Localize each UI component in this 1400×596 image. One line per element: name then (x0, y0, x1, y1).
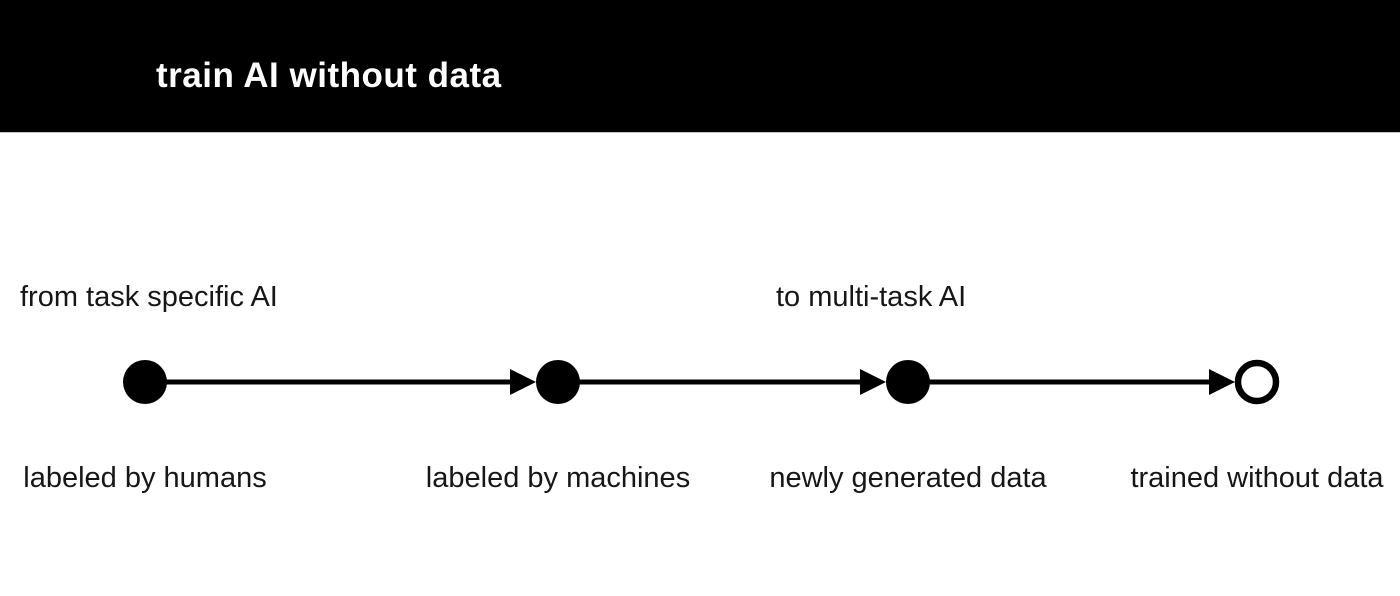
timeline-node-open (1234, 359, 1280, 405)
node-label: trained without data (1130, 462, 1384, 494)
page-title: train AI without data (156, 56, 502, 95)
timeline-node-filled (123, 360, 167, 404)
node-label: labeled by humans (23, 462, 267, 494)
arrowhead-icon (1209, 369, 1235, 395)
arrowhead-icon (510, 369, 536, 395)
phase-label-from: from task specific AI (20, 281, 278, 313)
timeline-node-filled (536, 360, 580, 404)
phase-label-to: to multi-task AI (776, 281, 967, 313)
diagram-canvas: from task specific AI to multi-task AI l… (0, 133, 1400, 596)
timeline-node-filled (886, 360, 930, 404)
node-label: labeled by machines (425, 462, 691, 494)
node-label: newly generated data (769, 462, 1047, 494)
timeline-graphic (123, 359, 1280, 405)
header-bar: train AI without data (0, 0, 1400, 133)
arrowhead-icon (860, 369, 886, 395)
